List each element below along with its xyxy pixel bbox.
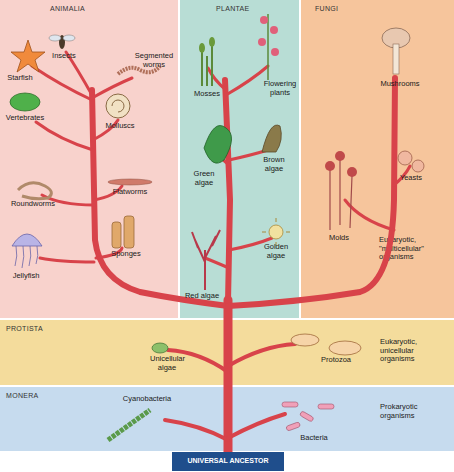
organism-label: Red algae — [182, 292, 222, 301]
organism-label: Yeasts — [396, 174, 426, 183]
group-note: Eukaryotic, unicellular organisms — [380, 338, 450, 364]
organism-label: Molluscs — [100, 122, 140, 131]
organism-label: Mosses — [190, 90, 224, 99]
kingdom-title: ANIMALIA — [50, 5, 130, 14]
root-box: UNIVERSAL ANCESTOR — [172, 452, 284, 471]
kingdom-title: FUNGI — [315, 5, 375, 14]
organism-label: Brown algae — [256, 156, 292, 173]
organism-label: Vertebrates — [2, 114, 48, 123]
organism-label: Segmented worms — [132, 52, 176, 69]
kingdom-title: MONERA — [6, 392, 86, 401]
group-note: Eukaryotic, "multicellular" organisms — [379, 236, 451, 262]
organism-label: Golden algae — [258, 243, 294, 260]
kingdom-title: PLANTAE — [216, 5, 286, 14]
kingdom-band: ANIMALIA — [0, 0, 178, 318]
organism-label: Protozoa — [316, 356, 356, 365]
organism-label: Insects — [46, 52, 82, 61]
organism-label: Molds — [324, 234, 354, 243]
organism-label: Flatworms — [108, 188, 152, 197]
organism-label: Flowering plants — [260, 80, 300, 97]
organism-label: Sponges — [108, 250, 144, 259]
organism-label: Mushrooms — [378, 80, 422, 89]
organism-label: Green algae — [184, 170, 224, 187]
organism-label: Roundworms — [8, 200, 58, 209]
kingdom-band: PROTISTA Eukaryotic, unicellular organism… — [0, 320, 454, 385]
group-note: Prokaryotic organisms — [380, 403, 450, 420]
kingdom-band: FUNGI Eukaryotic, "multicellular" organis… — [301, 0, 454, 318]
organism-label: Cyanobacteria — [120, 395, 174, 404]
organism-label: Starfish — [0, 74, 40, 83]
kingdom-title: UNIVERSAL ANCESTOR — [172, 457, 284, 466]
organism-label: Bacteria — [296, 434, 332, 443]
organism-label: Jellyfish — [6, 272, 46, 281]
kingdom-band: MONERA Prokaryotic organisms — [0, 387, 454, 451]
organism-label: Unicellular algae — [150, 355, 184, 372]
kingdom-title: PROTISTA — [6, 325, 86, 334]
